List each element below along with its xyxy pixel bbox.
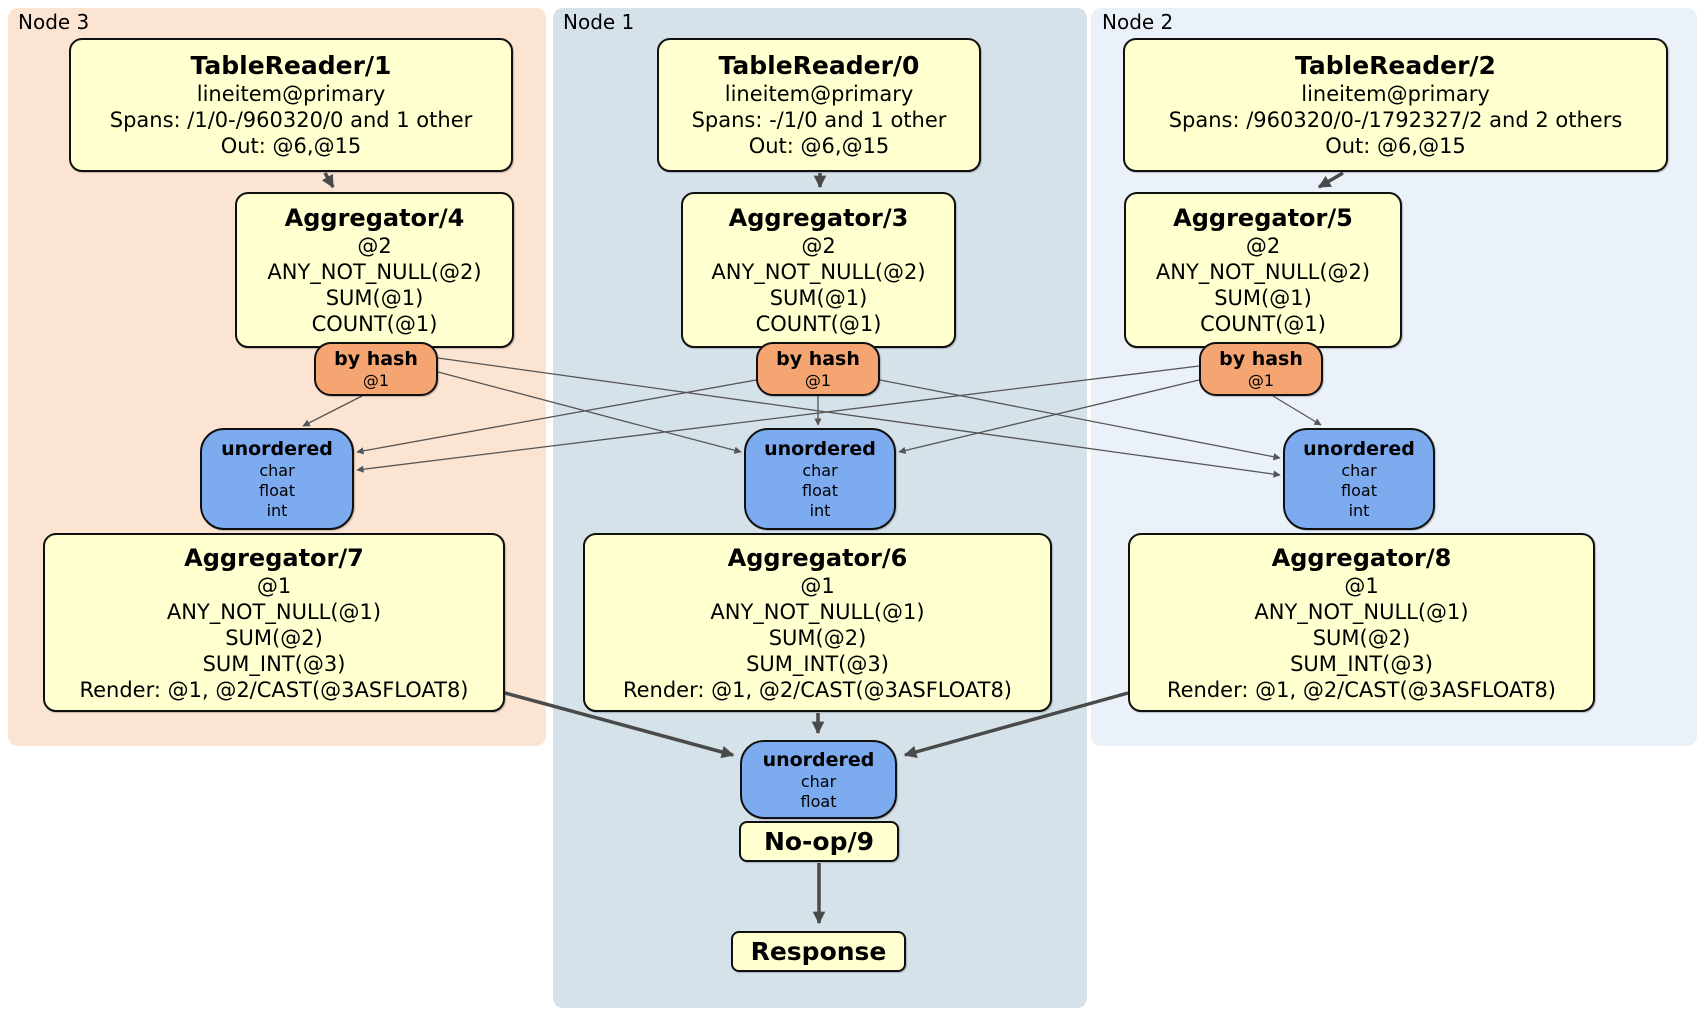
spans-line: Spans: /1/0-/960320/0 and 1 other — [109, 108, 473, 132]
tablereader-0-box: TableReader/0 lineitem@primary Spans: -/… — [657, 38, 981, 172]
processor-title: TableReader/0 — [718, 51, 920, 80]
byhash-router-node3: by hash @1 — [314, 342, 438, 396]
aggregator-7-box: Aggregator/7 @1 ANY_NOT_NULL(@1) SUM(@2)… — [43, 533, 505, 712]
processor-title: Aggregator/3 — [728, 204, 909, 232]
aggregator-6-box: Aggregator/6 @1 ANY_NOT_NULL(@1) SUM(@2)… — [583, 533, 1052, 712]
edge-byhash2-unordered1 — [898, 379, 1200, 455]
edge-byhash2-unordered2 — [1272, 395, 1322, 426]
processor-title: Aggregator/5 — [1173, 204, 1353, 232]
edge-tablereader2-aggregator5 — [1317, 171, 1344, 189]
node3-label: Node 3 — [18, 10, 90, 34]
processor-title: Aggregator/7 — [184, 543, 364, 572]
edge-byhash3-unordered3 — [302, 395, 363, 427]
edge-byhash1-unordered3 — [356, 379, 757, 455]
byhash-router-node2: by hash @1 — [1199, 342, 1323, 396]
aggregator-3-box: Aggregator/3 @2 ANY_NOT_NULL(@2) SUM(@1)… — [681, 192, 956, 348]
index-line: lineitem@primary — [196, 82, 386, 106]
edge-byhash1-unordered2 — [879, 379, 1281, 461]
index-line: lineitem@primary — [724, 82, 914, 106]
out-line: Out: @6,@15 — [1325, 134, 1466, 158]
edge-byhash3-unordered1 — [437, 371, 742, 454]
spans-line: Spans: -/1/0 and 1 other — [691, 108, 947, 132]
edge-byhash3-unordered2 — [437, 357, 1281, 478]
noop-9-box: No-op/9 — [739, 821, 899, 862]
processor-title: Aggregator/6 — [727, 543, 908, 572]
aggregator-8-box: Aggregator/8 @1 ANY_NOT_NULL(@1) SUM(@2)… — [1128, 533, 1595, 712]
unordered-sync-node2: unordered char float int — [1283, 428, 1435, 530]
processor-title: Aggregator/8 — [1271, 543, 1452, 572]
processor-title: TableReader/2 — [1295, 51, 1496, 80]
index-line: lineitem@primary — [1301, 82, 1490, 106]
response-box: Response — [731, 931, 906, 972]
unordered-final-sync: unordered char float — [740, 740, 897, 819]
edge-aggregator8-finalsync — [903, 691, 1129, 759]
byhash-router-node1: by hash @1 — [756, 342, 880, 396]
unordered-sync-node1: unordered char float int — [744, 428, 896, 530]
processor-title: TableReader/1 — [190, 51, 392, 80]
processor-title: Aggregator/4 — [284, 204, 465, 232]
aggregator-4-box: Aggregator/4 @2 ANY_NOT_NULL(@2) SUM(@1)… — [235, 192, 514, 348]
unordered-sync-node3: unordered char float int — [200, 428, 354, 530]
spans-line: Spans: /960320/0-/1792327/2 and 2 others — [1168, 108, 1623, 132]
edge-aggregator7-finalsync — [504, 691, 735, 759]
edge-tablereader1-aggregator4 — [321, 172, 335, 189]
node2-label: Node 2 — [1102, 10, 1174, 34]
tablereader-2-box: TableReader/2 lineitem@primary Spans: /9… — [1123, 38, 1668, 172]
out-line: Out: @6,@15 — [220, 134, 362, 158]
node1-label: Node 1 — [563, 10, 635, 34]
out-line: Out: @6,@15 — [748, 134, 890, 158]
aggregator-5-box: Aggregator/5 @2 ANY_NOT_NULL(@2) SUM(@1)… — [1124, 192, 1402, 348]
edge-byhash2-unordered3 — [356, 365, 1200, 473]
tablereader-1-box: TableReader/1 lineitem@primary Spans: /1… — [69, 38, 513, 172]
